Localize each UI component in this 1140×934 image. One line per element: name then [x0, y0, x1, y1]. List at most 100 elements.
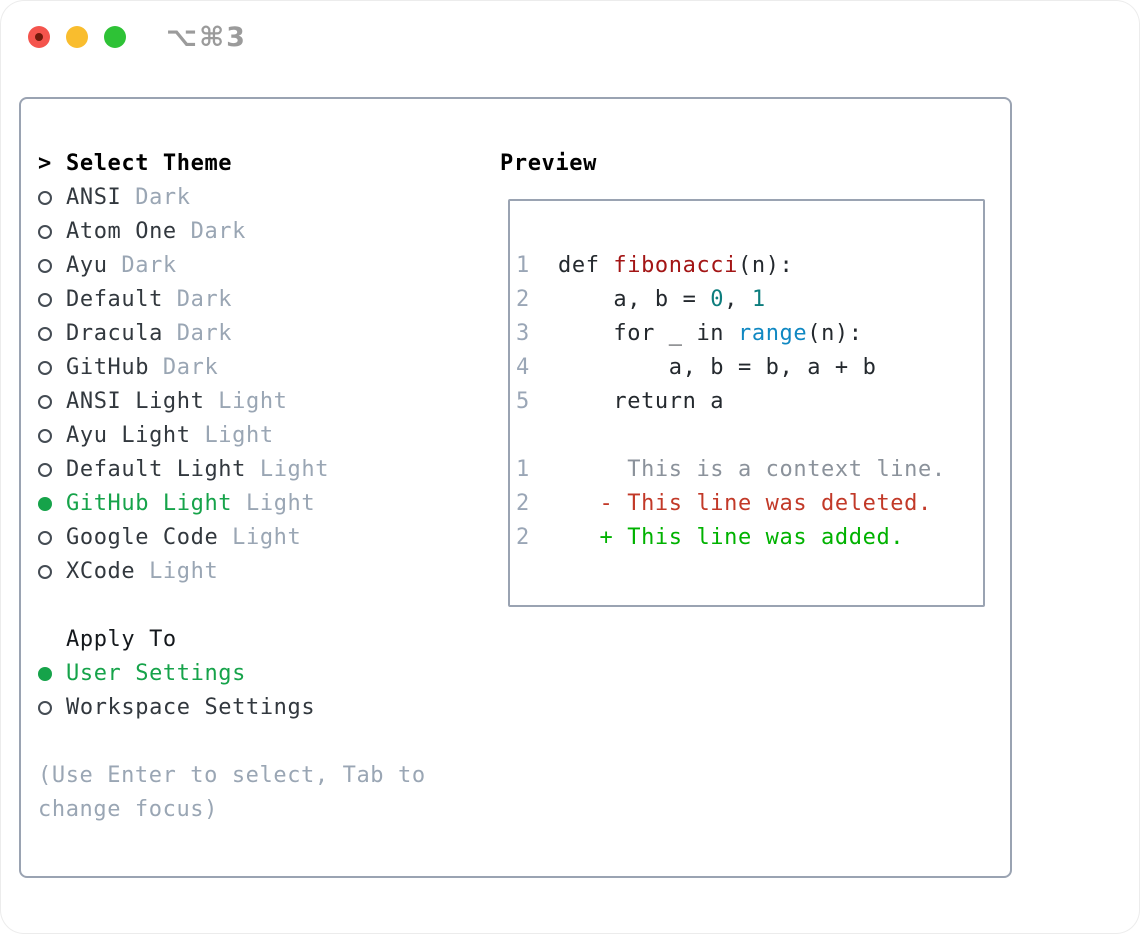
radio-unselected-icon: [38, 181, 66, 215]
option-label: XCode: [66, 559, 136, 584]
theme-option[interactable]: Atom One Dark: [38, 215, 500, 249]
radio-unselected-icon: [38, 385, 66, 419]
option-label: GitHub Light: [66, 491, 233, 516]
line-number: 2: [516, 491, 530, 516]
theme-option[interactable]: GitHub Light Light: [38, 487, 500, 521]
theme-option[interactable]: ANSI Dark: [38, 181, 500, 215]
record-dot-icon: [35, 33, 43, 41]
code-line: 1 def fibonacci(n):: [516, 249, 983, 283]
token-code: a, b = b, a + b: [558, 355, 877, 380]
theme-variant-label: Dark: [107, 253, 177, 278]
line-number: 1: [516, 457, 530, 482]
apply-to-indent: [38, 623, 66, 657]
theme-variant-label: Dark: [149, 355, 219, 380]
code-blank-line: [516, 419, 983, 453]
preview-title: Preview: [500, 151, 597, 176]
line-number: 2: [516, 525, 530, 550]
theme-option[interactable]: Google Code Light: [38, 521, 500, 555]
line-number: 1: [516, 253, 530, 278]
token-code: for _ in: [558, 321, 738, 346]
select-theme-title: Select Theme: [66, 151, 233, 176]
option-label: Ayu Light: [66, 423, 191, 448]
code-line: 2 - This line was deleted.: [516, 487, 983, 521]
apply-to-header: Apply To: [38, 623, 500, 657]
theme-option[interactable]: Default Light Light: [38, 453, 500, 487]
minimize-button[interactable]: [66, 26, 88, 48]
line-number: 4: [516, 355, 530, 380]
token-number: 0: [710, 287, 725, 312]
option-label: ANSI Light: [66, 389, 205, 414]
option-label: Dracula: [66, 321, 163, 346]
token-code: return a: [558, 389, 725, 414]
radio-unselected-icon: [38, 249, 66, 283]
theme-option[interactable]: XCode Light: [38, 555, 500, 589]
theme-variant-label: Dark: [121, 185, 191, 210]
code-line: 2 a, b = 0, 1: [516, 283, 983, 317]
token-added: + This line was added.: [558, 525, 905, 550]
radio-unselected-icon: [38, 555, 66, 589]
code-line: 2 + This line was added.: [516, 521, 983, 555]
option-label: Default Light: [66, 457, 246, 482]
help-text-line: change focus): [38, 797, 218, 822]
theme-variant-label: Light: [232, 491, 316, 516]
radio-unselected-icon: [38, 215, 66, 249]
radio-unselected-icon: [38, 521, 66, 555]
theme-variant-label: Dark: [162, 287, 233, 312]
option-label: Atom One: [66, 219, 177, 244]
apply-to-title: Apply To: [66, 627, 177, 652]
token-deleted: - This line was deleted.: [558, 491, 932, 516]
select-theme-header: > Select Theme: [38, 147, 500, 181]
theme-option[interactable]: Default Dark: [38, 283, 500, 317]
theme-option[interactable]: Dracula Dark: [38, 317, 500, 351]
token-code: def: [558, 253, 614, 278]
option-label: Ayu: [66, 253, 108, 278]
token-code: (n):: [738, 253, 794, 278]
token-code: ,: [724, 287, 752, 312]
radio-selected-icon: [38, 657, 66, 691]
line-number: 5: [516, 389, 530, 414]
code-line: 1 This is a context line.: [516, 453, 983, 487]
radio-unselected-icon: [38, 453, 66, 487]
token-code: (n):: [807, 321, 863, 346]
token-function: fibonacci: [613, 253, 738, 278]
theme-option[interactable]: Ayu Dark: [38, 249, 500, 283]
apply-to-option[interactable]: Workspace Settings: [38, 691, 500, 725]
zoom-button[interactable]: [104, 26, 126, 48]
window-title: ⌥⌘3: [166, 22, 247, 53]
radio-unselected-icon: [38, 283, 66, 317]
spacer: [38, 589, 500, 623]
theme-option[interactable]: GitHub Dark: [38, 351, 500, 385]
apply-to-option[interactable]: User Settings: [38, 657, 500, 691]
option-label: Default: [66, 287, 163, 312]
option-label: Workspace Settings: [66, 695, 316, 720]
spacer: [38, 725, 500, 759]
prompt-caret: >: [38, 151, 52, 176]
line-number: 2: [516, 287, 530, 312]
option-label: ANSI: [66, 185, 122, 210]
option-label: Google Code: [66, 525, 219, 550]
theme-option[interactable]: ANSI Light Light: [38, 385, 500, 419]
radio-unselected-icon: [38, 317, 66, 351]
theme-variant-label: Light: [204, 389, 288, 414]
option-label: GitHub: [66, 355, 150, 380]
close-button[interactable]: [28, 26, 50, 48]
theme-option[interactable]: Ayu Light Light: [38, 419, 500, 453]
token-builtin: range: [738, 321, 808, 346]
titlebar: ⌥⌘3: [0, 0, 1140, 74]
theme-variant-label: Light: [190, 423, 274, 448]
line-number: 3: [516, 321, 530, 346]
option-label: User Settings: [66, 661, 246, 686]
radio-unselected-icon: [38, 351, 66, 385]
theme-variant-label: Light: [218, 525, 302, 550]
theme-variant-label: Light: [135, 559, 219, 584]
radio-unselected-icon: [38, 691, 66, 725]
code-line: 4 a, b = b, a + b: [516, 351, 983, 385]
